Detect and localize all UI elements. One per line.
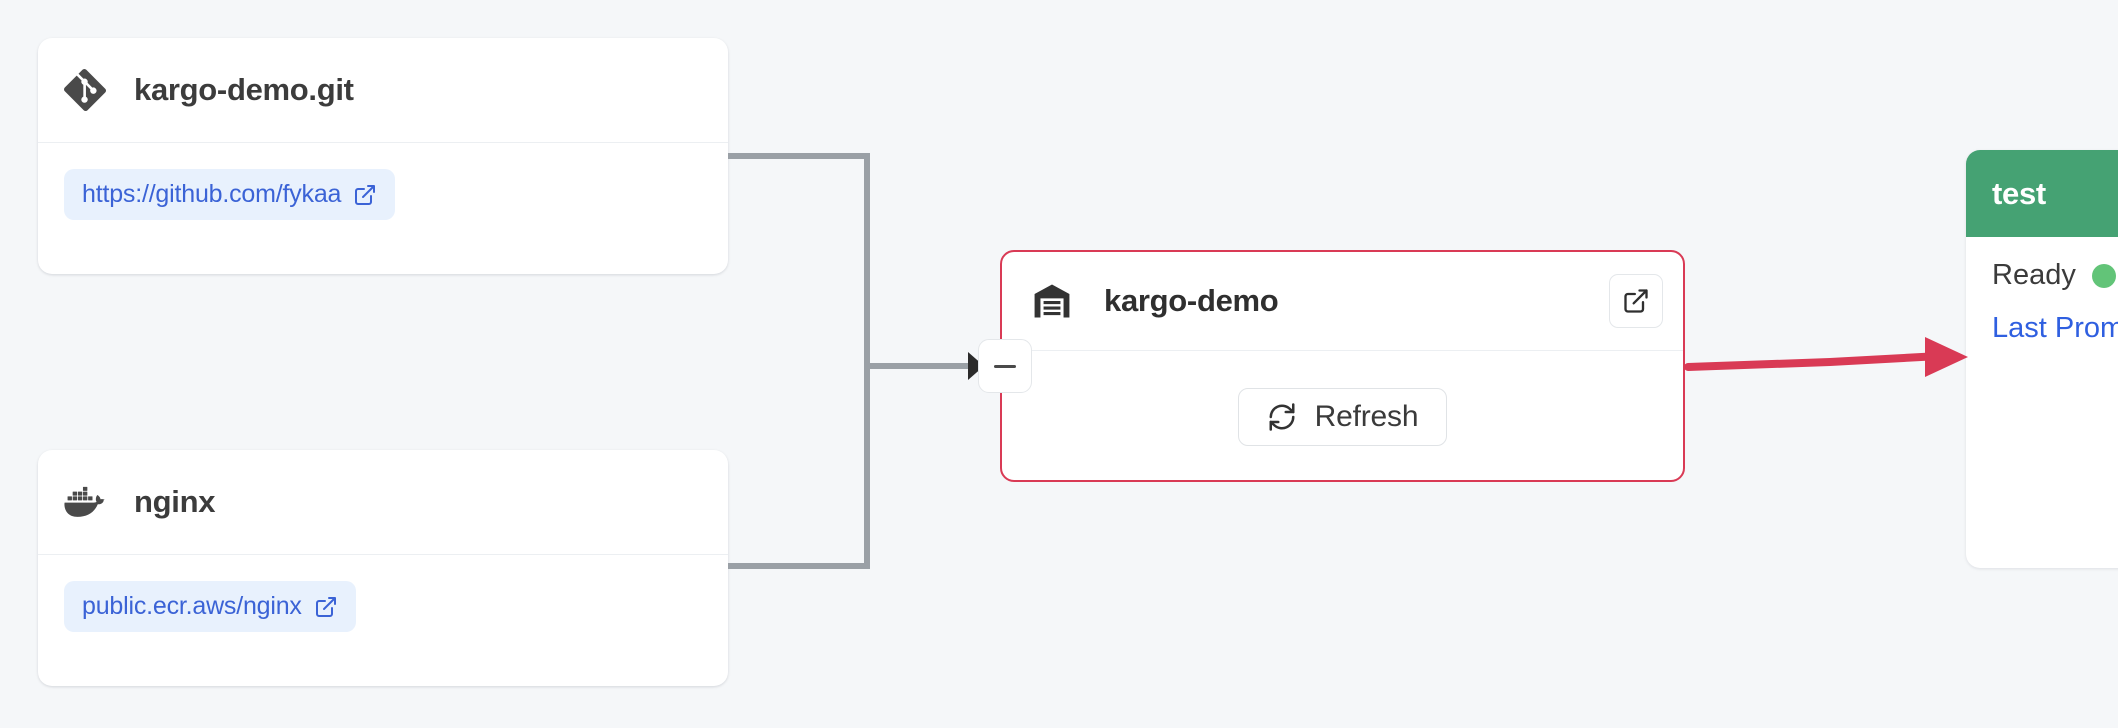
source-card-git-header: kargo-demo.git [38, 38, 728, 143]
warehouse-title: kargo-demo [1104, 283, 1279, 318]
edge-arrowhead-red [1925, 337, 1968, 377]
nginx-url-chip[interactable]: public.ecr.aws/nginx [64, 581, 356, 632]
refresh-button[interactable]: Refresh [1237, 387, 1448, 446]
git-url-chip[interactable]: https://github.com/fykaa [64, 169, 396, 220]
source-card-nginx[interactable]: nginx public.ecr.aws/nginx [38, 450, 728, 686]
refresh-button-label: Refresh [1314, 399, 1419, 433]
nginx-url-label: public.ecr.aws/nginx [82, 592, 302, 620]
warehouse-icon [1030, 279, 1074, 323]
green-dot-icon [2091, 263, 2116, 288]
source-card-nginx-header: nginx [38, 450, 728, 555]
source-card-git-body: https://github.com/fykaa [38, 143, 728, 250]
stage-card-header: test [1966, 150, 2118, 237]
warehouse-header: kargo-demo [1002, 252, 1683, 351]
source-card-git[interactable]: kargo-demo.git https://github.com/fykaa [38, 38, 728, 274]
warehouse-external-link-button[interactable] [1609, 274, 1663, 328]
last-promotion-link[interactable]: Last Prom [1992, 312, 2118, 344]
source-card-nginx-title: nginx [134, 484, 216, 519]
stage-name: test [1992, 175, 2046, 211]
stage-card-body: Ready Last Prom [1966, 237, 2118, 345]
external-link-icon [1624, 289, 1648, 313]
refresh-icon [1269, 402, 1295, 431]
stage-card-test[interactable]: test Ready Last Prom [1966, 150, 2118, 568]
collapse-toggle-button[interactable] [978, 339, 1032, 393]
minus-icon [994, 364, 1016, 368]
git-icon [64, 69, 106, 111]
stage-status-label: Ready [1992, 259, 2076, 291]
warehouse-body: Refresh [1002, 351, 1683, 482]
git-url-label: https://github.com/fykaa [82, 180, 342, 208]
source-card-nginx-body: public.ecr.aws/nginx [38, 555, 728, 662]
warehouse-node[interactable]: kargo-demo Refresh [1000, 250, 1685, 482]
edge-sources-bracket [728, 153, 870, 569]
stage-status-row: Ready [1992, 259, 2118, 292]
source-card-git-title: kargo-demo.git [134, 72, 354, 107]
edge-warehouse-to-stage [1684, 352, 1944, 371]
docker-icon [64, 481, 106, 523]
external-link-icon [315, 596, 336, 617]
external-link-icon [355, 184, 376, 205]
